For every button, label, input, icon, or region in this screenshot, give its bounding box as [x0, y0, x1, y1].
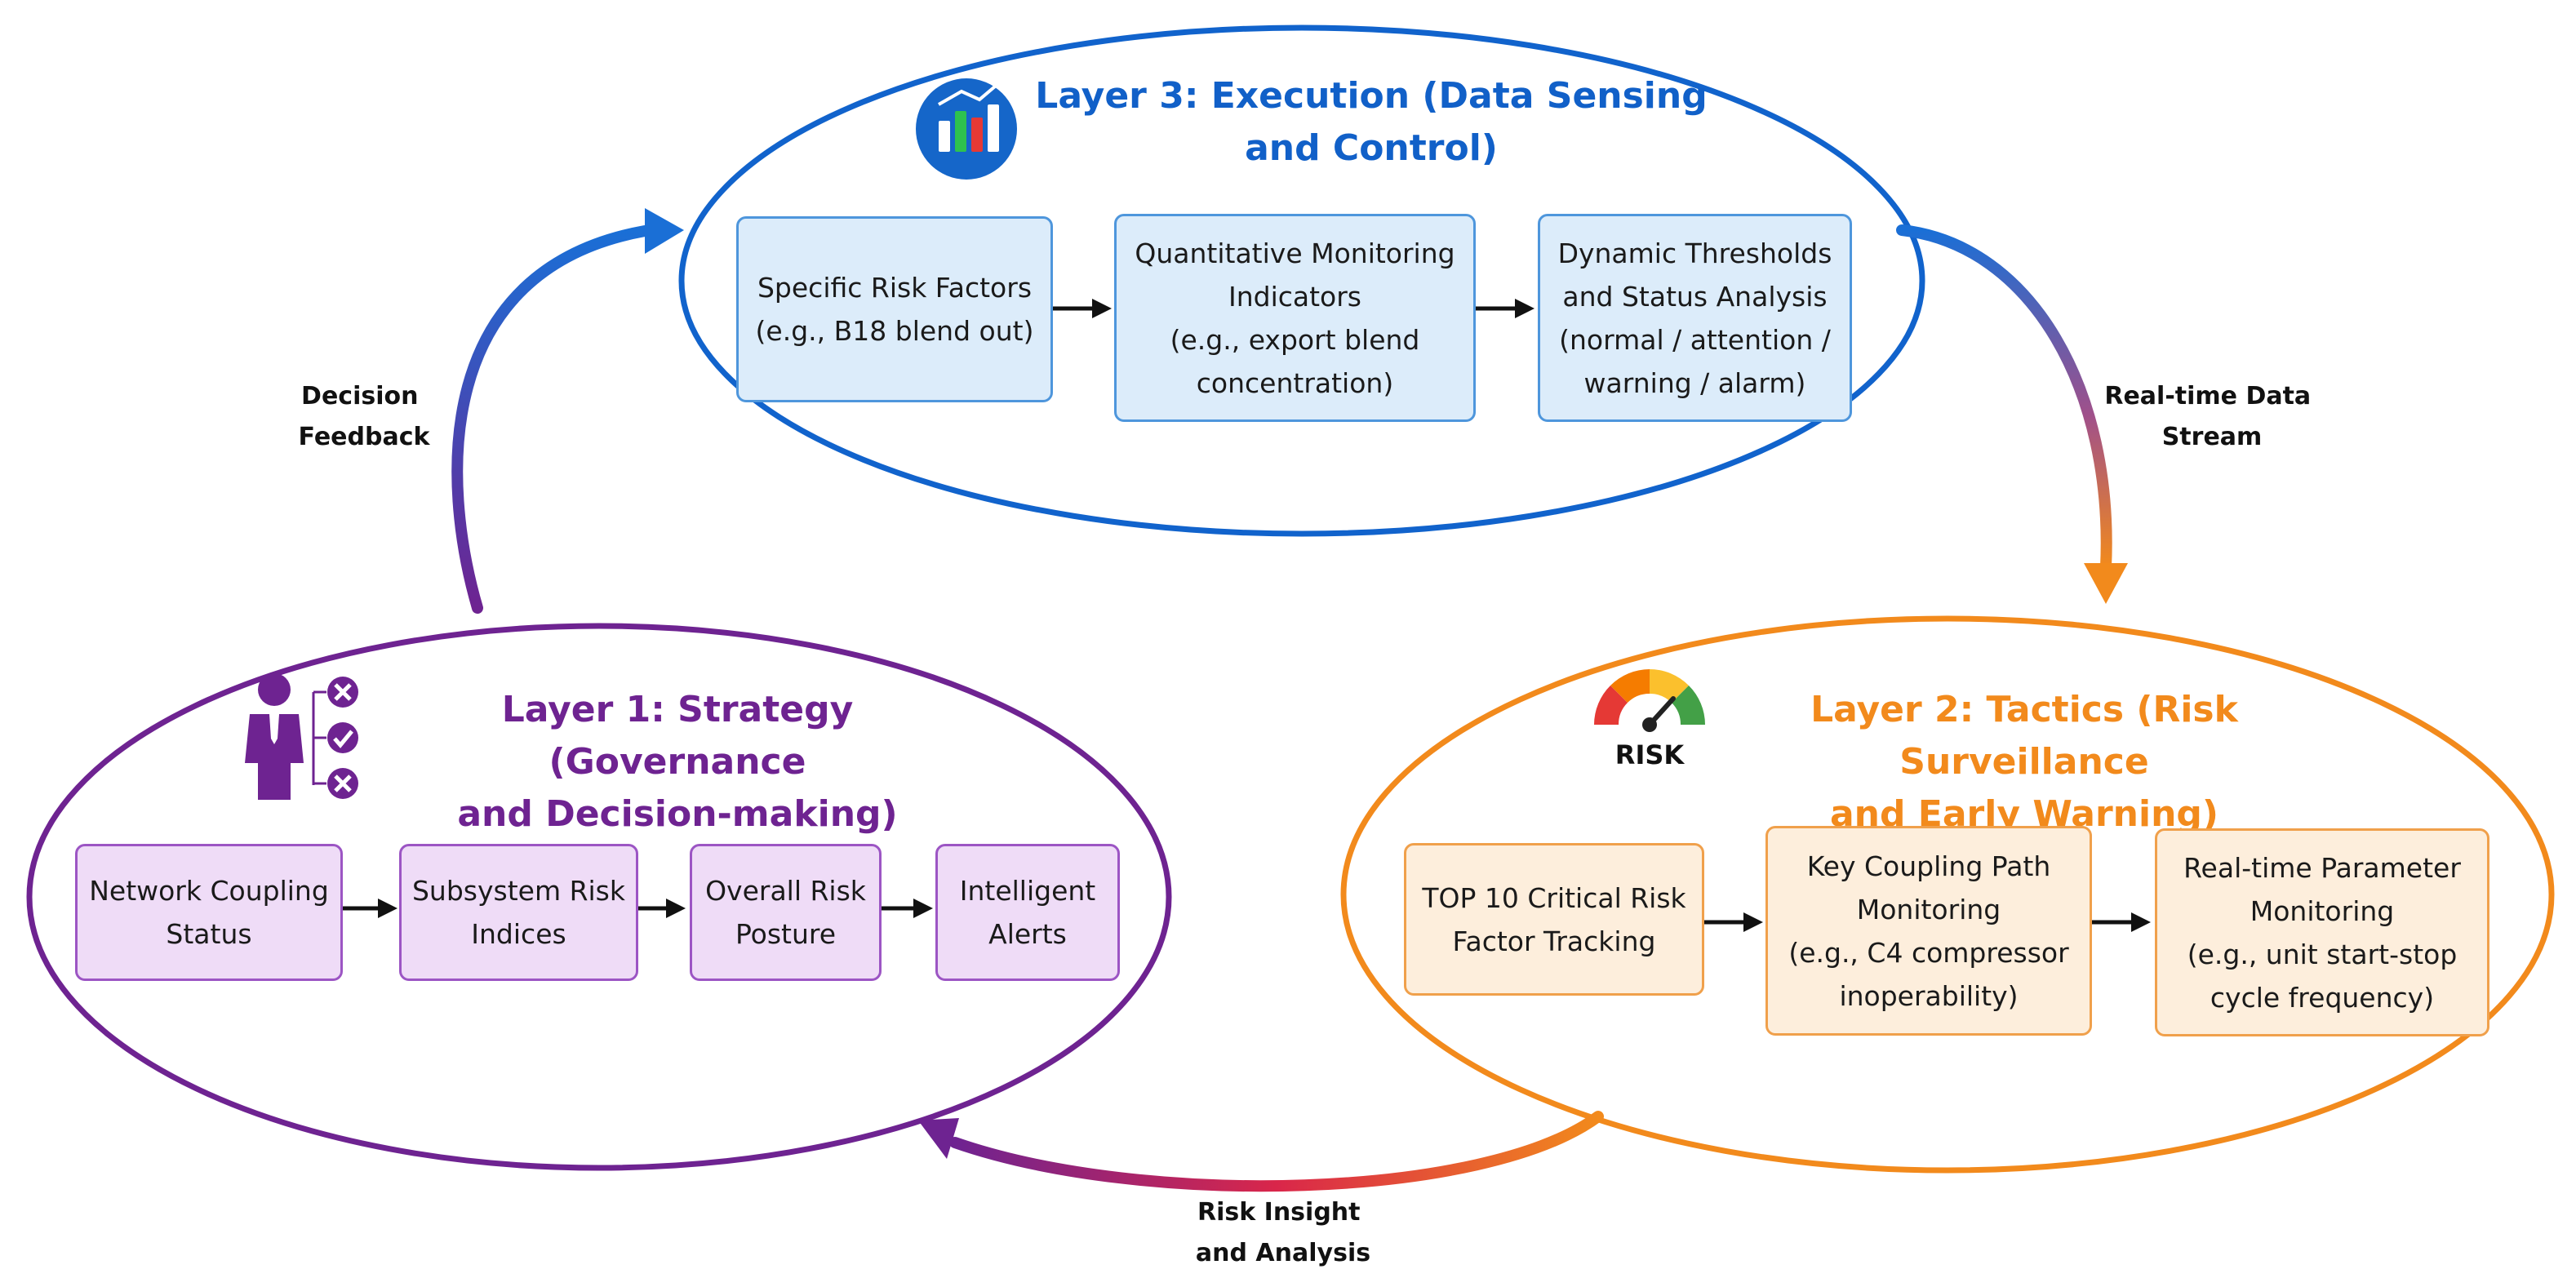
chart-icon	[916, 78, 1017, 180]
layer1-box-intelligent-alerts: Intelligent Alerts	[935, 844, 1120, 981]
decision-feedback-line1: Decision	[301, 382, 418, 411]
realtime-stream-line2: Stream	[2162, 423, 2263, 451]
decision-feedback-label: Decision Feedback	[299, 382, 431, 451]
layer1-title: Layer 1: Strategy (Governance and Decisi…	[457, 689, 898, 835]
decision-feedback-arrow	[451, 225, 651, 614]
risk-insight-label: Risk Insight and Analysis	[1196, 1198, 1370, 1267]
risk-insight-line1: Risk Insight	[1197, 1198, 1360, 1227]
layer1-box-subsystem-indices: Subsystem Risk Indices	[399, 844, 638, 981]
layer1-flow-arrows	[343, 899, 933, 918]
risk-gauge-icon	[1594, 669, 1705, 732]
layer2-title: Layer 2: Tactics (Risk Surveillance and …	[1810, 689, 2238, 835]
risk-insight-arrow	[949, 1111, 1604, 1192]
layer3-flow-arrows	[1053, 299, 1534, 318]
layer2-box-coupling-path: Key Coupling Path Monitoring (e.g., C4 c…	[1765, 826, 2092, 1036]
risk-insight-arrowhead	[918, 1118, 959, 1159]
realtime-stream-line1: Real-time Data	[2104, 382, 2311, 411]
decision-feedback-arrowhead	[645, 208, 684, 254]
layer3-box-dynamic-thresholds: Dynamic Thresholds and Status Analysis (…	[1538, 214, 1852, 422]
layer1-box-network-coupling: Network Coupling Status	[75, 844, 343, 981]
decision-feedback-line2: Feedback	[299, 423, 431, 451]
layer3-box-risk-factors: Specific Risk Factors (e.g., B18 blend o…	[736, 216, 1053, 402]
layer2-box-realtime-parameter: Real-time Parameter Monitoring (e.g., un…	[2155, 828, 2489, 1036]
layer3-box-monitoring-indicators: Quantitative Monitoring Indicators (e.g.…	[1114, 214, 1476, 422]
realtime-stream-arrowhead	[2084, 563, 2128, 604]
layer1-box-overall-posture: Overall Risk Posture	[690, 844, 882, 981]
realtime-stream-arrow	[1896, 224, 2112, 573]
risk-insight-line2: and Analysis	[1196, 1239, 1370, 1267]
risk-gauge-label: RISK	[1614, 739, 1685, 770]
decision-maker-icon	[245, 673, 358, 800]
layer3-title: Layer 3: Execution (Data Sensing and Con…	[1035, 75, 1708, 169]
layer2-flow-arrows	[1704, 912, 2151, 932]
realtime-stream-label: Real-time Data Stream	[2104, 382, 2319, 451]
layer2-box-top10-tracking: TOP 10 Critical Risk Factor Tracking	[1404, 843, 1704, 996]
